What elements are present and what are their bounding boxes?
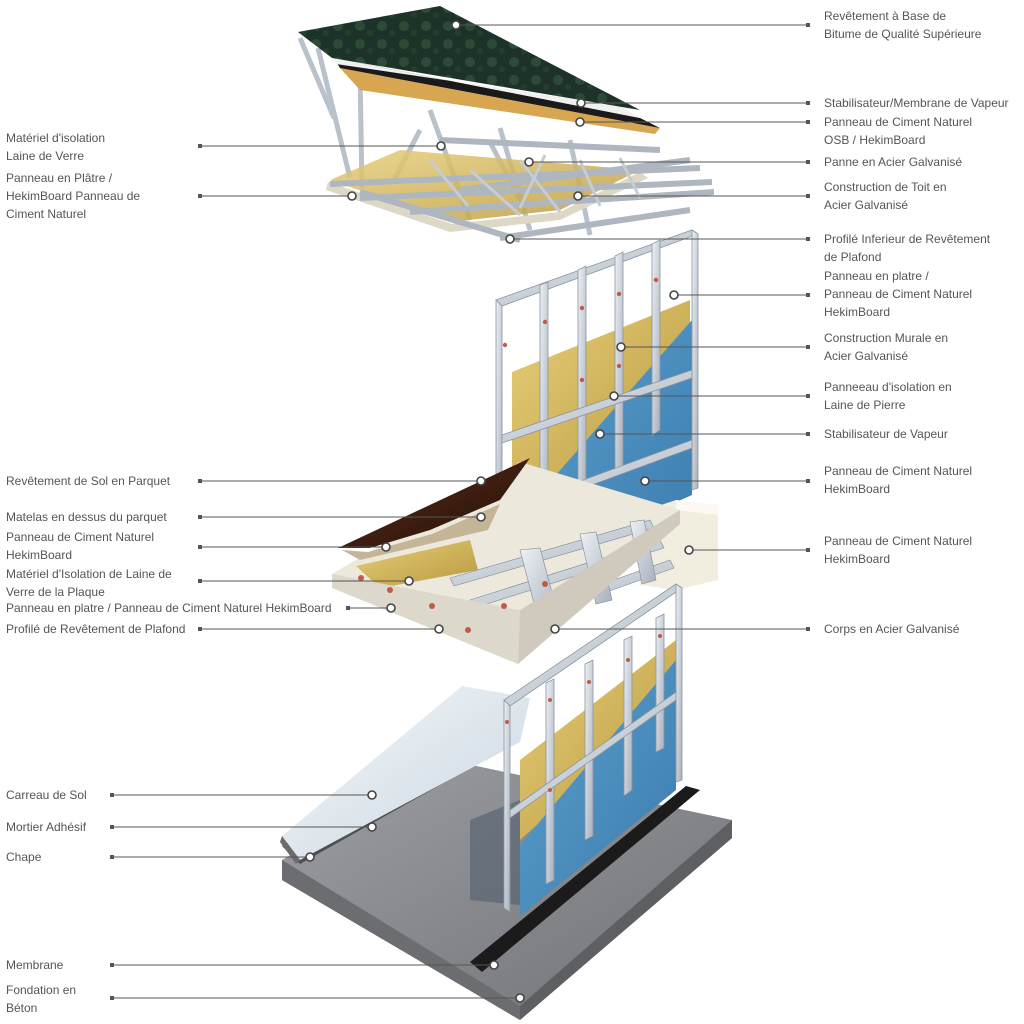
label-wall-stone-wool: Panneeau d'isolation en Laine de Pierre [824,380,952,412]
lower-wall-frame [503,583,683,913]
leader-lines-right [451,20,810,634]
label-floor-steel-body: Corps en Acier Galvanisé [824,622,960,636]
roof-assembly [297,6,715,243]
label-roof-osb-panel: Panneau de Ciment Naturel OSB / HekimBoa… [824,115,973,147]
ground-membrane-strip [470,786,700,972]
label-floor-plaster-panel: Panneau en platre / Panneau de Ciment Na… [6,601,332,615]
label-floor-parquet-mat: Matelas en dessus du parquet [6,510,167,524]
label-roof-shingle: Revêtement à Base de Bitume de Qualité S… [824,9,982,41]
label-ground-floor-tile: Carreau de Sol [6,788,87,802]
roof-truss-diagonals [428,154,642,217]
middle-floor-assembly [332,458,718,664]
roof-bottom-chords [329,137,715,243]
label-wall-steel-construction: Construction Murale en Acier Galvanisé [824,331,949,363]
label-ground-tile-mortar: Mortier Adhésif [6,820,87,834]
roof-white-strip [334,58,640,118]
label-wall-cement-board: Panneau de Ciment Naturel HekimBoard [824,464,973,496]
label-wall-vapor-stabilizer: Stabilisateur de Vapeur [824,427,948,441]
label-floor-cement-board: Panneau de Ciment Naturel HekimBoard [6,530,155,562]
label-floor-glass-wool: Matériel d'Isolation de Laine de Verre d… [6,567,172,599]
label-floor-edge-cement-board: Panneau de Ciment Naturel HekimBoard [824,534,973,566]
floor-slab-front-left [332,574,520,664]
label-roof-purlin: Panne en Acier Galvanisé [824,155,963,169]
label-roof-vapor-membrane: Stabilisateur/Membrane de Vapeur [824,96,1009,110]
floor-wool [356,540,478,588]
label-ground-concrete-foundation: Fondation en Béton [6,983,77,1015]
label-floor-ceiling-profile: Profilé de Revêtement de Plafond [6,622,186,636]
floor-slab-front-right [518,510,680,664]
roof-bottom-panel [326,172,648,232]
roof-shingle-surface [298,6,640,110]
label-roof-steel-construction: Construction de Toit en Acier Galvanisé [824,180,947,212]
ground-tile-floor [282,686,530,860]
label-ceiling-lower-profile: Profilé Inferieur de Revêtement de Plafo… [824,232,991,264]
label-wall-plaster-panel: Panneau en platre / Panneau de Ciment Na… [824,269,973,319]
label-floor-parquet: Revêtement de Sol en Parquet [6,474,171,488]
leader-lines-left [110,141,525,1003]
label-ground-screed: Chape [6,850,42,864]
label-roof-plaster-panel: Panneau en Plâtre / HekimBoard Panneau d… [6,171,141,221]
floor-mat [342,504,500,560]
lower-wall-holes [505,634,662,792]
label-roof-glass-wool: Matériel d'isolation Laine de Verre [6,131,106,163]
ground-floor-assembly [280,583,732,1020]
lower-wall-wool [520,640,676,840]
floor-edge-holes [358,575,548,633]
label-ground-membrane: Membrane [6,958,64,972]
